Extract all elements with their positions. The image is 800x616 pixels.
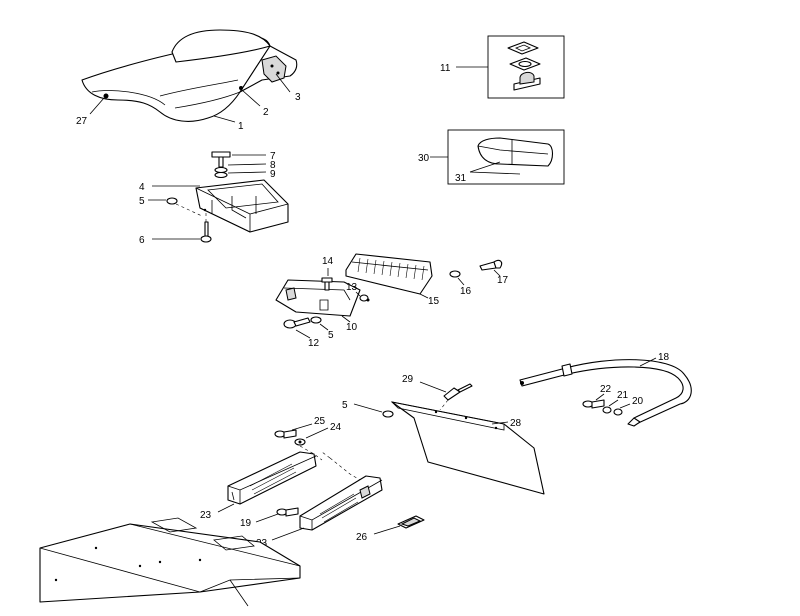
callout-15: 15 <box>428 296 440 307</box>
washer-5-left-part <box>166 197 178 205</box>
callout-22: 22 <box>600 384 612 395</box>
callout-19: 19 <box>240 518 252 529</box>
screw-7-part <box>211 151 231 168</box>
washer-5-middle-part <box>310 316 322 324</box>
callout-29: 29 <box>402 374 414 385</box>
callout-21: 21 <box>617 390 629 401</box>
callout-31: 31 <box>455 173 467 184</box>
callout-9: 9 <box>270 169 276 180</box>
bracket-23-lower-part <box>299 475 383 531</box>
callout-4: 4 <box>139 182 145 193</box>
taillight-housing-10-part <box>275 279 361 317</box>
callout-13: 13 <box>346 282 358 293</box>
callout-14: 14 <box>322 256 334 267</box>
tunnel-body-part <box>39 517 301 607</box>
callout-26: 26 <box>356 532 368 543</box>
washer-8-part <box>214 166 228 174</box>
washer-21-part <box>602 406 612 414</box>
callout-5-housing: 5 <box>139 196 145 207</box>
base-11-part <box>513 71 541 91</box>
nut-20-part <box>613 408 623 416</box>
pad-31-part <box>477 137 554 167</box>
callout-6: 6 <box>139 235 145 246</box>
taillight-lens-15-part <box>345 253 433 295</box>
callout-17: 17 <box>497 275 509 286</box>
screw-25-part <box>274 429 297 439</box>
reflector-26-part <box>397 515 425 529</box>
callout-5-flap: 5 <box>342 400 348 411</box>
bolt-13-part <box>359 294 370 302</box>
callout-8: 8 <box>270 160 276 171</box>
callout-23-upper: 23 <box>200 510 212 521</box>
callout-1: 1 <box>238 121 244 132</box>
screw-14-part <box>321 277 333 291</box>
screw-12-part <box>283 317 311 329</box>
callout-7: 7 <box>270 151 276 162</box>
callout-30: 30 <box>418 153 430 164</box>
mud-flap-28-part <box>390 401 545 495</box>
seat-part <box>81 29 298 122</box>
screw-19-part <box>276 507 299 517</box>
callout-24: 24 <box>330 422 342 433</box>
bracket-23-upper-part <box>227 451 317 505</box>
callout-12: 12 <box>308 338 320 349</box>
callout-27: 27 <box>76 116 88 127</box>
callout-25: 25 <box>314 416 326 427</box>
washer-5-flap-part <box>382 410 394 418</box>
callout-3: 3 <box>295 92 301 103</box>
screw-29-part <box>443 383 473 401</box>
callout-10: 10 <box>346 322 358 333</box>
gasket-11-part <box>507 41 539 55</box>
callout-28: 28 <box>510 418 522 429</box>
callout-20: 20 <box>632 396 644 407</box>
callout-18: 18 <box>658 352 670 363</box>
washer-9-part <box>214 171 228 179</box>
housing-part <box>195 179 289 233</box>
screw-17-part <box>479 259 503 271</box>
callout-11: 11 <box>440 63 451 74</box>
screw-6-part <box>200 221 212 243</box>
callout-2: 2 <box>263 107 269 118</box>
grommet-11-part <box>509 57 541 71</box>
callout-16: 16 <box>460 286 472 297</box>
grab-handle-18-part <box>519 359 692 427</box>
callout-5-taillight: 5 <box>328 330 334 341</box>
washer-16-part <box>449 270 461 278</box>
screw-22-part <box>582 399 605 409</box>
